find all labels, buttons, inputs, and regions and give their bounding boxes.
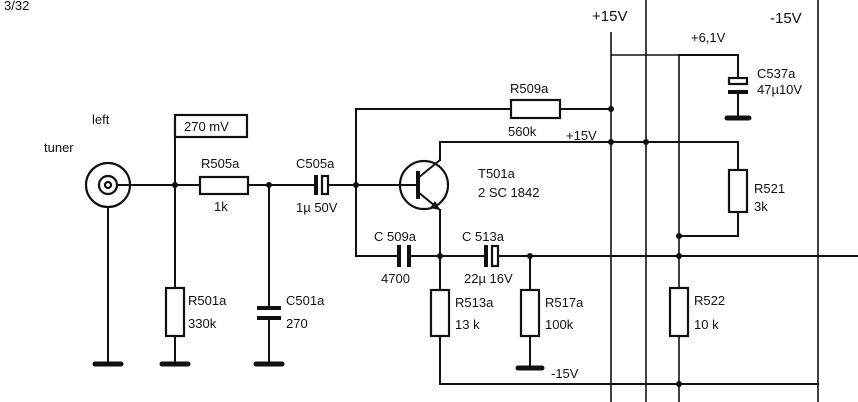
c501a-ref: C501a [286,293,325,308]
c509a-group: C 509a 4700 [355,184,485,286]
junction-dot [608,106,614,112]
junction-dot [676,253,682,259]
label-minus15-bottom: -15V [551,366,579,381]
r509a-group: R509a 560k [355,81,612,186]
supply-rails [610,0,819,402]
input-level: 270 mV [184,119,229,134]
c509a-value: 4700 [381,271,410,286]
r505a-ref: R505a [201,156,240,171]
r509a-value: 560k [508,124,537,139]
c513a-value: 22µ 16V [464,271,513,286]
c501a-group: C501a 270 [253,184,325,367]
r513a-ref: R513a [455,295,494,310]
r521-group: R521 3k [439,141,785,237]
junction-dot [608,139,614,145]
r517a-group: R517a 100k [515,255,584,371]
r505a-value: 1k [214,199,228,214]
c513a-group: C 513a 22µ 16V [462,229,858,286]
label-plus15-top: +15V [592,8,627,25]
level-marker: 270 mV [173,113,249,186]
junction-dot [676,381,682,387]
input-side-label: left [92,112,110,127]
label-plus15-mid: +15V [566,128,597,143]
r517a-body [519,288,541,338]
r517a-value: 100k [545,317,574,332]
r513a-value: 13 k [455,317,480,332]
r522-value: 10 k [694,317,719,332]
t501a-ref: T501a [478,166,516,181]
transistor-t501a: T501a 2 SC 1842 [398,141,539,385]
c537a-ref: C537a [757,66,796,81]
r521-body [727,168,749,214]
c509a-ref: C 509a [374,229,417,244]
r522-group: R522 10 k [668,286,725,338]
tuner-input: left tuner [44,112,201,367]
r501a-ref: R501a [188,293,227,308]
r501a-body [164,286,186,338]
r513a-body [429,288,451,338]
c537a-value: 47µ10V [757,82,802,97]
r505a-body [198,175,250,196]
r509a-body [509,98,562,120]
junction-dot [643,139,649,145]
r513a-group: R513a 13 k [429,288,819,385]
r509a-ref: R509a [510,81,549,96]
r521-value: 3k [754,199,768,214]
corner-mark: 3/32 [4,0,29,13]
c501a-value: 270 [286,316,308,331]
input-source-label: tuner [44,140,74,155]
label-minus15-top: -15V [770,10,802,27]
c513a-ref: C 513a [462,229,505,244]
junction-dot [437,253,443,259]
r522-ref: R522 [694,293,725,308]
r501a-value: 330k [188,316,217,331]
c505a-ref: C505a [296,156,335,171]
r501a-group: R501a 330k [159,184,227,367]
label-plus6v: +6,1V [691,30,726,45]
junction-dot [676,233,682,239]
c505a-value: 1µ 50V [296,200,338,215]
r517a-ref: R517a [545,295,584,310]
c537a-plus-plate [727,76,749,86]
transistor-icon [398,159,450,211]
c537a-group: C537a 47µ10V [678,54,802,121]
t501a-type: 2 SC 1842 [478,185,539,200]
r505a-group: R505a 1k [198,156,315,214]
r522-body [668,286,690,338]
r521-ref: R521 [754,181,785,196]
c505a-group: C505a 1µ 50V [296,156,403,215]
